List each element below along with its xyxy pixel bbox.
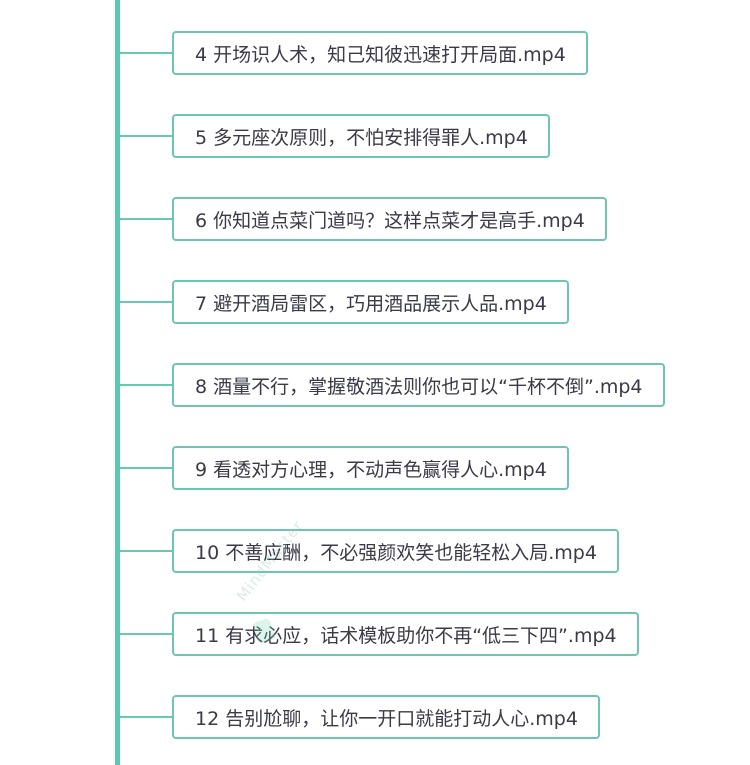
branch-connector <box>120 384 172 386</box>
topic-node[interactable]: 7 避开酒局雷区，巧用酒品展示人品.mp4 <box>172 280 569 324</box>
topic-node[interactable]: 10 不善应酬，不必强颜欢笑也能轻松入局.mp4 <box>172 529 619 573</box>
branch-connector <box>120 135 172 137</box>
topic-node[interactable]: 12 告别尬聊，让你一开口就能打动人心.mp4 <box>172 695 600 739</box>
topic-label: 8 酒量不行，掌握敬酒法则你也可以“千杯不倒”.mp4 <box>195 375 643 398</box>
topic-node[interactable]: 11 有求必应，话术模板助你不再“低三下四”.mp4 <box>172 612 639 656</box>
topic-label: 6 你知道点菜门道吗？这样点菜才是高手.mp4 <box>195 209 585 232</box>
branch-connector <box>120 52 172 54</box>
topic-label: 10 不善应酬，不必强颜欢笑也能轻松入局.mp4 <box>195 541 597 564</box>
topic-node[interactable]: 8 酒量不行，掌握敬酒法则你也可以“千杯不倒”.mp4 <box>172 363 665 407</box>
topic-node[interactable]: 9 看透对方心理，不动声色赢得人心.mp4 <box>172 446 569 490</box>
topic-label: 5 多元座次原则，不怕安排得罪人.mp4 <box>195 126 528 149</box>
topic-label: 12 告别尬聊，让你一开口就能打动人心.mp4 <box>195 707 578 730</box>
branch-connector <box>120 633 172 635</box>
branch-connector <box>120 301 172 303</box>
topic-label: 9 看透对方心理，不动声色赢得人心.mp4 <box>195 458 547 481</box>
topic-label: 4 开场识人术，知己知彼迅速打开局面.mp4 <box>195 43 566 66</box>
branch-connector <box>120 550 172 552</box>
branch-connector <box>120 218 172 220</box>
topic-node[interactable]: 5 多元座次原则，不怕安排得罪人.mp4 <box>172 114 550 158</box>
topic-label: 7 避开酒局雷区，巧用酒品展示人品.mp4 <box>195 292 547 315</box>
topic-label: 11 有求必应，话术模板助你不再“低三下四”.mp4 <box>195 624 617 647</box>
branch-connector <box>120 467 172 469</box>
topic-node[interactable]: 6 你知道点菜门道吗？这样点菜才是高手.mp4 <box>172 197 607 241</box>
topic-node[interactable]: 4 开场识人术，知己知彼迅速打开局面.mp4 <box>172 31 588 75</box>
mindmap-trunk-line <box>115 0 120 765</box>
branch-connector <box>120 716 172 718</box>
